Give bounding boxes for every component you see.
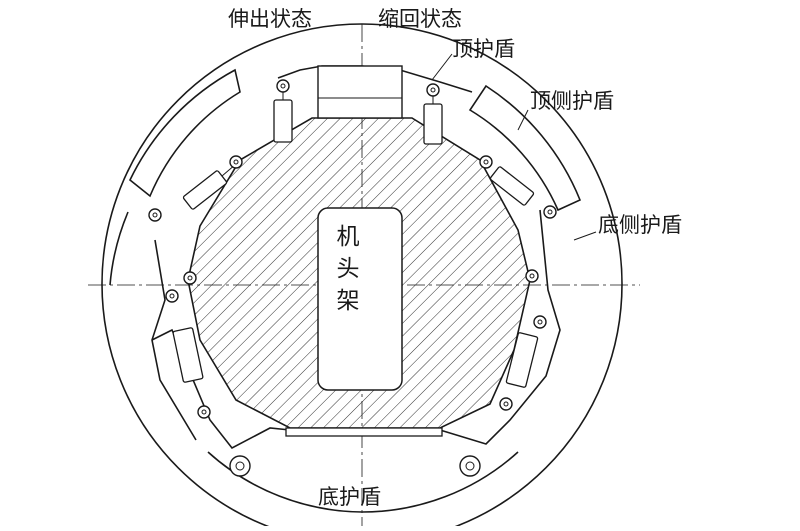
leader-top-side-shield: [517, 109, 529, 131]
left-frame-wall: [151, 239, 197, 441]
label-head-frame-char-1: 机: [337, 224, 360, 250]
bottom-lug-left: [229, 455, 251, 477]
bottom-side-shield-left: [151, 328, 291, 450]
label-head-frame-char-3: 架: [337, 288, 360, 314]
label-top-side-shield: 顶侧护盾: [530, 89, 614, 113]
cylinder-top-right: [423, 83, 443, 145]
extended-state-half: [109, 65, 362, 513]
bottom-lug-right: [459, 455, 481, 477]
cylinder-upper-right: [479, 155, 557, 219]
leader-bottom-side-shield: [573, 231, 597, 241]
side-shield-left-arc: [109, 211, 129, 286]
label-bottom-shield: 底护盾: [318, 485, 381, 509]
cylinder-lower-left: [165, 271, 211, 419]
label-bottom-side-shield: 底侧护盾: [598, 213, 682, 237]
cylinder-upper-left: [148, 155, 243, 222]
bottom-side-shield-right: [439, 209, 561, 445]
label-head-frame-char-2: 头: [337, 256, 360, 282]
frame-bottom-plate: [285, 427, 443, 437]
top-side-shield-left: [129, 68, 241, 198]
label-extended-state: 伸出状态: [228, 7, 312, 31]
label-retracted-state: 缩回状态: [378, 7, 462, 31]
outer-shield-ring: [101, 23, 623, 531]
frame-center-window: [317, 207, 403, 391]
leader-top-shield: [431, 53, 453, 81]
bottom-shield-right: [362, 451, 519, 513]
top-side-shield-right: [468, 84, 582, 212]
frame-top-block: [317, 65, 403, 119]
bottom-shield-left: [207, 451, 362, 513]
cylinder-top-left: [273, 79, 293, 143]
label-top-shield: 顶护盾: [452, 37, 515, 61]
cylinder-lower-right: [499, 269, 547, 411]
